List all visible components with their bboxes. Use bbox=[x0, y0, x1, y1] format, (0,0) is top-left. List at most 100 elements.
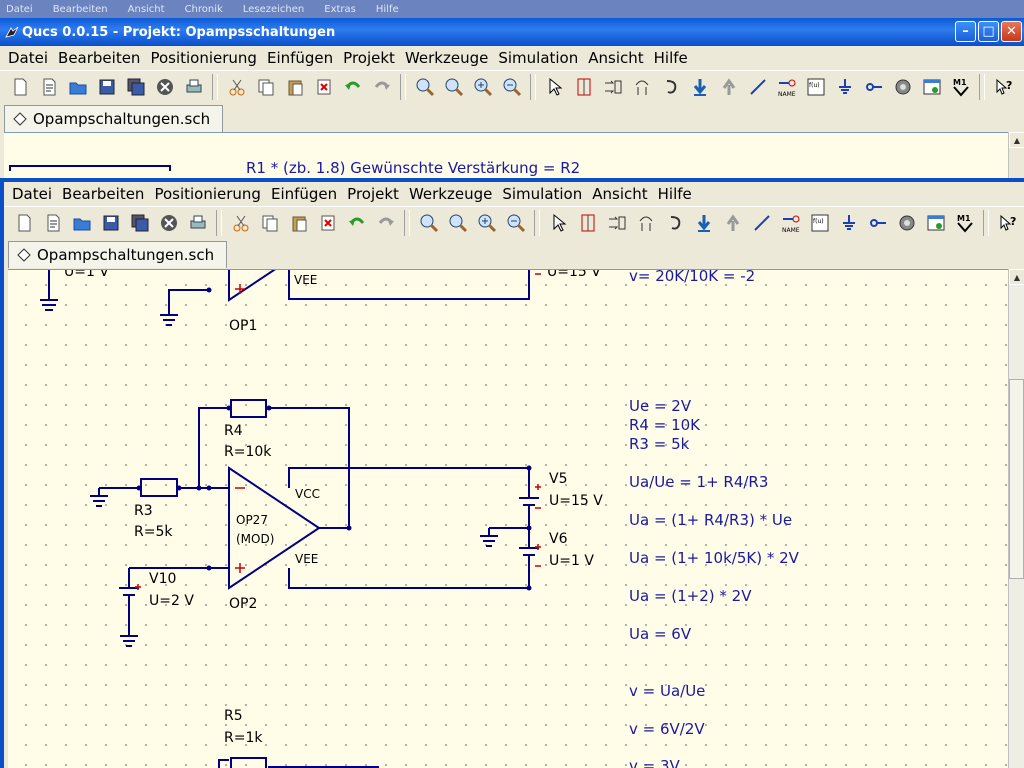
schematic-canvas[interactable]: U=1 V VEE U=15 V OP1 R4 R=10k R3 R=5k VC… bbox=[8, 269, 1008, 768]
help-button[interactable]: ? bbox=[994, 210, 1021, 236]
browser-menu-extras[interactable]: Extras bbox=[324, 3, 356, 15]
copy-button[interactable] bbox=[256, 210, 283, 236]
zoom-out-button[interactable] bbox=[498, 74, 525, 100]
copy-button[interactable] bbox=[252, 74, 279, 100]
undo-button[interactable] bbox=[339, 74, 366, 100]
zoom-normal-button[interactable] bbox=[440, 74, 467, 100]
up-arrow-button[interactable] bbox=[715, 74, 742, 100]
equation-button[interactable]: f(u) bbox=[802, 74, 829, 100]
mirror-x-button[interactable] bbox=[599, 74, 626, 100]
port-button[interactable] bbox=[860, 74, 887, 100]
zoom-in-button[interactable] bbox=[469, 74, 496, 100]
back-vertical-scrollbar[interactable]: ▲ bbox=[1008, 132, 1024, 186]
simulate-gear-button[interactable] bbox=[893, 210, 920, 236]
menu-hilfe[interactable]: Hilfe bbox=[653, 49, 688, 67]
open-folder-button[interactable] bbox=[64, 74, 91, 100]
up-arrow-button[interactable] bbox=[719, 210, 746, 236]
menu-positionierung[interactable]: Positionierung bbox=[154, 185, 261, 203]
new-text-button[interactable] bbox=[39, 210, 66, 236]
menu-bearbeiten[interactable]: Bearbeiten bbox=[58, 49, 141, 67]
scrollbar-thumb[interactable] bbox=[1009, 379, 1024, 579]
back-schematic-canvas[interactable]: R1 * (zb. 1.8) Gewünschte Verstärkung = … bbox=[4, 132, 1008, 186]
save-all-button[interactable] bbox=[126, 210, 153, 236]
undo-button[interactable] bbox=[343, 210, 370, 236]
menu-bearbeiten[interactable]: Bearbeiten bbox=[62, 185, 145, 203]
menu-datei[interactable]: Datei bbox=[8, 49, 49, 67]
menu-datei[interactable]: Datei bbox=[12, 185, 53, 203]
maximize-button[interactable]: □ bbox=[978, 21, 999, 42]
tab-opampschaltungen[interactable]: Opampschaltungen.sch bbox=[8, 241, 228, 268]
zoom-in-button[interactable] bbox=[473, 210, 500, 236]
window-titlebar[interactable]: Qucs 0.0.15 - Projekt: Opampsschaltungen… bbox=[0, 18, 1024, 46]
scroll-up-icon[interactable]: ▲ bbox=[1009, 269, 1024, 285]
wire-button[interactable] bbox=[748, 210, 775, 236]
delete-button[interactable] bbox=[310, 74, 337, 100]
down-arrow-button[interactable] bbox=[690, 210, 717, 236]
simulate-gear-button[interactable] bbox=[889, 74, 916, 100]
browser-menu-lesezeichen[interactable]: Lesezeichen bbox=[242, 3, 305, 15]
vertical-scrollbar[interactable]: ▲ bbox=[1008, 269, 1024, 768]
menu-projekt[interactable]: Projekt bbox=[347, 185, 399, 203]
equation-button[interactable]: f(u) bbox=[806, 210, 833, 236]
redo-button[interactable] bbox=[368, 74, 395, 100]
browser-menu-hilfe[interactable]: Hilfe bbox=[375, 3, 399, 15]
zoom-out-button[interactable] bbox=[502, 210, 529, 236]
rotate-button[interactable] bbox=[657, 74, 684, 100]
wire-label-button[interactable]: NAME bbox=[773, 74, 800, 100]
new-text-button[interactable] bbox=[35, 74, 62, 100]
zoom-normal-button[interactable] bbox=[444, 210, 471, 236]
browser-menu-ansicht[interactable]: Ansicht bbox=[127, 3, 165, 15]
down-arrow-button[interactable] bbox=[686, 74, 713, 100]
view-data-button[interactable] bbox=[918, 74, 945, 100]
menu-werkzeuge[interactable]: Werkzeuge bbox=[404, 49, 489, 67]
close-doc-button[interactable] bbox=[151, 74, 178, 100]
open-folder-button[interactable] bbox=[68, 210, 95, 236]
marker-button[interactable]: M1 bbox=[947, 74, 974, 100]
select-pointer-button[interactable] bbox=[541, 74, 568, 100]
menu-simulation[interactable]: Simulation bbox=[498, 49, 579, 67]
menu-hilfe[interactable]: Hilfe bbox=[657, 185, 692, 203]
wire-label-button[interactable]: NAME bbox=[777, 210, 804, 236]
print-button[interactable] bbox=[184, 210, 211, 236]
menu-werkzeuge[interactable]: Werkzeuge bbox=[408, 185, 493, 203]
close-button[interactable]: ✕ bbox=[1001, 21, 1022, 42]
mirror-x-button[interactable] bbox=[603, 210, 630, 236]
new-file-button[interactable] bbox=[6, 74, 33, 100]
menu-ansicht[interactable]: Ansicht bbox=[588, 49, 644, 67]
mirror-y-button[interactable] bbox=[628, 74, 655, 100]
close-doc-button[interactable] bbox=[155, 210, 182, 236]
menu-positionierung[interactable]: Positionierung bbox=[150, 49, 257, 67]
marker-button[interactable]: M1 bbox=[951, 210, 978, 236]
cut-button[interactable] bbox=[227, 210, 254, 236]
save-button[interactable] bbox=[97, 210, 124, 236]
menu-simulation[interactable]: Simulation bbox=[502, 185, 583, 203]
cut-button[interactable] bbox=[223, 74, 250, 100]
deactivate-button[interactable] bbox=[574, 210, 601, 236]
rotate-button[interactable] bbox=[661, 210, 688, 236]
select-pointer-button[interactable] bbox=[545, 210, 572, 236]
paste-button[interactable] bbox=[281, 74, 308, 100]
wire-button[interactable] bbox=[744, 74, 771, 100]
menu-projekt[interactable]: Projekt bbox=[343, 49, 395, 67]
redo-button[interactable] bbox=[372, 210, 399, 236]
print-button[interactable] bbox=[180, 74, 207, 100]
browser-menu-chronik[interactable]: Chronik bbox=[184, 3, 223, 15]
menu-einfuegen[interactable]: Einfügen bbox=[270, 185, 338, 203]
new-file-button[interactable] bbox=[10, 210, 37, 236]
port-button[interactable] bbox=[864, 210, 891, 236]
mirror-y-button[interactable] bbox=[632, 210, 659, 236]
zoom-fit-button[interactable] bbox=[415, 210, 442, 236]
zoom-fit-button[interactable] bbox=[411, 74, 438, 100]
browser-menu-bearbeiten[interactable]: Bearbeiten bbox=[52, 3, 108, 15]
help-button[interactable]: ? bbox=[990, 74, 1017, 100]
ground-button[interactable] bbox=[835, 210, 862, 236]
delete-button[interactable] bbox=[314, 210, 341, 236]
menu-ansicht[interactable]: Ansicht bbox=[592, 185, 648, 203]
deactivate-button[interactable] bbox=[570, 74, 597, 100]
paste-button[interactable] bbox=[285, 210, 312, 236]
scroll-up-icon[interactable]: ▲ bbox=[1009, 132, 1024, 148]
ground-button[interactable] bbox=[831, 74, 858, 100]
menu-einfuegen[interactable]: Einfügen bbox=[266, 49, 334, 67]
save-all-button[interactable] bbox=[122, 74, 149, 100]
browser-menu-datei[interactable]: Datei bbox=[6, 3, 33, 15]
